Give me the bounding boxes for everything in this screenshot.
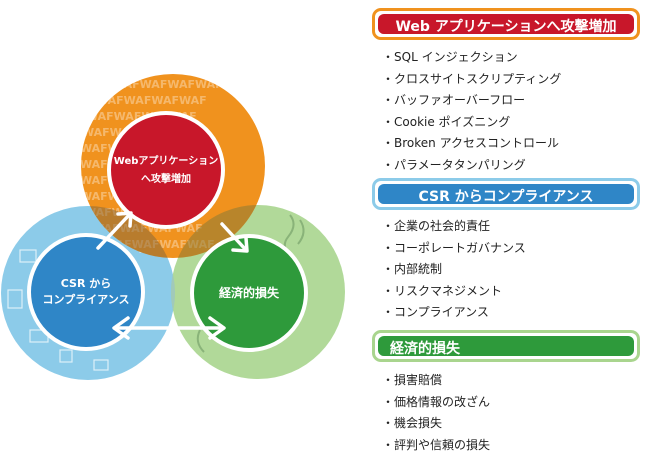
- list-item: 企業の社会的責任: [382, 216, 526, 238]
- list-item: 内部統制: [382, 259, 526, 281]
- csr-circle-label-2: コンプライアンス: [42, 292, 129, 306]
- eco-circle-label: 経済的損失: [219, 285, 280, 300]
- csr-circle-label-1: CSR から: [61, 277, 112, 290]
- web-circle-label-1: Webアプリケーション: [114, 154, 218, 167]
- arrow-head-eco: [231, 236, 249, 253]
- list-item: コーポレートガバナンス: [382, 238, 526, 260]
- list-item: SQL インジェクション: [382, 47, 561, 69]
- list-item: パラメータタンパリング: [382, 155, 561, 177]
- list-item: Broken アクセスコントロール: [382, 133, 561, 155]
- arrow-head-right: [208, 316, 226, 340]
- list-item: 価格情報の改ざん: [382, 392, 490, 414]
- section-header-web: Web アプリケーションへ攻撃増加: [372, 8, 640, 40]
- list-item: コンプライアンス: [382, 302, 526, 324]
- arrows: [96, 211, 249, 340]
- list-item: リスクマネジメント: [382, 281, 526, 303]
- svg-text:WAFWAFWAFWAF: WAFWAFWAFWAF: [96, 94, 207, 107]
- list-item: 損害賠償: [382, 370, 490, 392]
- arrow-head-web: [116, 211, 133, 228]
- section-header-eco: 経済的損失: [372, 330, 640, 362]
- section-list-eco: 損害賠償 価格情報の改ざん 機会損失 評判や信頼の損失: [382, 370, 490, 456]
- section-list-web: SQL インジェクション クロスサイトスクリプティング バッファオーバーフロー …: [382, 47, 561, 176]
- list-item: 機会損失: [382, 413, 490, 435]
- section-title-eco: 経済的損失: [378, 336, 634, 357]
- section-title-web: Web アプリケーションへ攻撃増加: [378, 14, 634, 35]
- section-list-csr: 企業の社会的責任 コーポレートガバナンス 内部統制 リスクマネジメント コンプラ…: [382, 216, 526, 324]
- section-header-csr: CSR からコンプライアンス: [372, 178, 640, 210]
- eco-inner-circle: [190, 234, 308, 352]
- arrow-head-left: [112, 316, 130, 340]
- svg-text:WAFWAFWAFWAF: WAFWAFWAFWAF: [112, 78, 223, 91]
- list-item: Cookie ポイズニング: [382, 112, 561, 134]
- web-circle-label-2: へ攻撃増加: [141, 172, 191, 185]
- list-item: 評判や信頼の損失: [382, 435, 490, 457]
- arrow-csr-to-web: [96, 212, 132, 250]
- arrow-web-to-eco: [220, 222, 248, 252]
- list-item: クロスサイトスクリプティング: [382, 69, 561, 91]
- csr-inner-circle: [27, 233, 145, 351]
- list-item: バッファオーバーフロー: [382, 90, 561, 112]
- venn-diagram: WAFWAFWAFWAF WAFWAFWAFWAF WAFWAFWAFWAF W…: [1, 74, 345, 380]
- web-inner-circle: [107, 111, 225, 229]
- section-title-csr: CSR からコンプライアンス: [378, 184, 634, 205]
